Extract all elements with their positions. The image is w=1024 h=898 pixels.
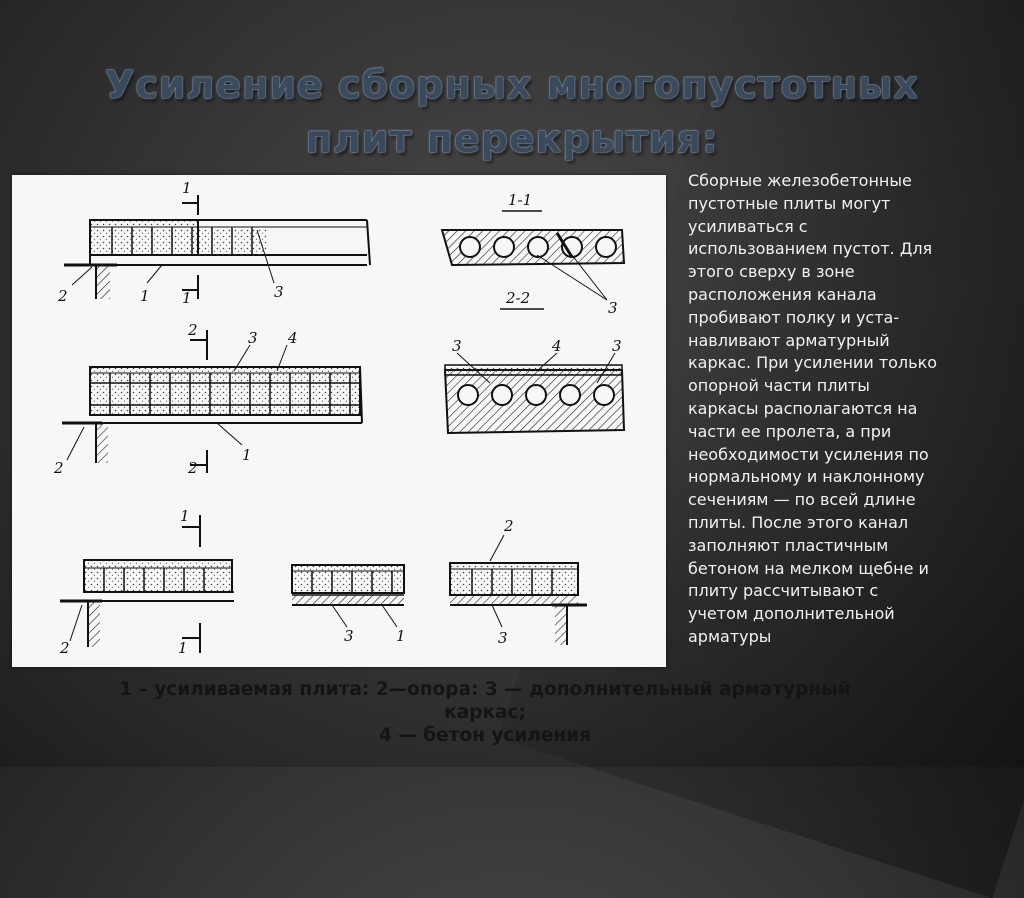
label-frame-e: 3 [498, 629, 508, 647]
diagram-drawing: 1 1 2 1 3 1-1 3 2-2 [53, 179, 626, 657]
slide-title: Усиление сборных многопустотных плит пер… [0, 58, 1024, 166]
label-section-2b: 2 [187, 459, 198, 477]
label-frame-s2a: 3 [452, 337, 462, 355]
legend-line-1: 1 – усиливаемая плита: 2—опора: 3 — допо… [119, 679, 851, 700]
label-slab-a: 1 [140, 287, 150, 305]
label-section-2: 2 [187, 321, 198, 339]
label-support-c: 2 [59, 639, 70, 657]
diagram-a [64, 195, 371, 299]
reinforcement-diagram: 1 1 2 1 3 1-1 3 2-2 [12, 175, 666, 667]
diagram-c [60, 515, 234, 653]
section-2-2 [443, 352, 626, 435]
label-slab-b: 1 [242, 446, 252, 464]
diagram-e [449, 534, 587, 645]
title-line-2: плит перекрытия: [305, 117, 719, 161]
label-support-b: 2 [53, 459, 64, 477]
label-support-e: 2 [503, 517, 514, 535]
section-1-1 [440, 229, 626, 301]
diagram-d [291, 564, 405, 628]
label-slab-d: 1 [396, 627, 406, 645]
label-section-1: 1 [182, 179, 192, 197]
label-frame-b: 3 [248, 329, 258, 347]
label-concrete-s2: 4 [551, 337, 562, 355]
label-frame-d: 3 [344, 627, 354, 645]
figure-legend: 1 – усиливаемая плита: 2—опора: 3 — допо… [20, 678, 950, 747]
label-concrete-b: 4 [287, 329, 298, 347]
section-1-1-title: 1-1 [508, 191, 532, 209]
diagram-b [62, 330, 363, 473]
label-support-a: 2 [57, 287, 68, 305]
label-section-1d: 1 [178, 639, 188, 657]
label-frame-s1: 3 [608, 299, 618, 317]
title-line-1: Усиление сборных многопустотных [105, 63, 919, 107]
label-frame-a: 3 [274, 283, 284, 301]
legend-line-3: 4 — бетон усиления [378, 725, 592, 746]
label-section-1c: 1 [180, 507, 190, 525]
legend-line-2: каркас; [444, 702, 526, 723]
label-section-1b: 1 [182, 289, 192, 307]
description-text: Сборные железобетонные пустотные плиты м… [688, 171, 938, 646]
section-2-2-title: 2-2 [505, 289, 530, 307]
label-frame-s2b: 3 [612, 337, 622, 355]
